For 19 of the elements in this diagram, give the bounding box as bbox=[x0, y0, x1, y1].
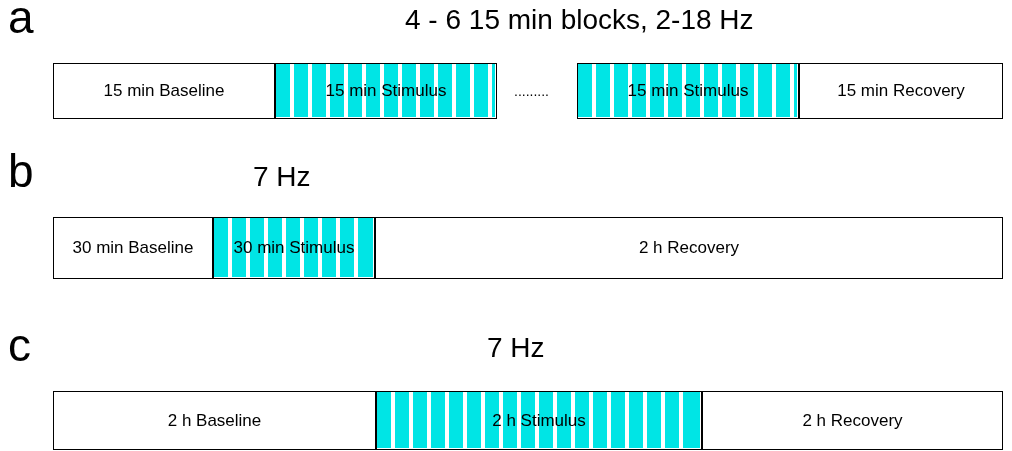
block-label: 2 h Baseline bbox=[167, 409, 262, 432]
phase-block bbox=[375, 217, 1003, 279]
panel-letter: a bbox=[8, 0, 34, 40]
block-label: 30 min Baseline bbox=[72, 237, 194, 260]
block-label: 2 h Recovery bbox=[638, 237, 740, 260]
block-label: 15 min Recovery bbox=[837, 80, 965, 103]
panel-letter: b bbox=[8, 148, 34, 194]
panel-heading: 7 Hz bbox=[487, 334, 545, 362]
panel-letter: c bbox=[8, 322, 31, 368]
phase-block bbox=[702, 391, 1003, 450]
phase-block bbox=[53, 63, 275, 119]
panel-heading: 4 - 6 15 min blocks, 2-18 Hz bbox=[405, 6, 754, 34]
phase-block bbox=[53, 217, 213, 279]
panel-heading: 7 Hz bbox=[253, 163, 311, 191]
phase-block bbox=[53, 391, 376, 450]
phase-block bbox=[799, 63, 1003, 119]
block-label: 2 h Recovery bbox=[802, 409, 903, 432]
block-label: 15 min Baseline bbox=[103, 80, 225, 103]
ellipsis-dots: ......... bbox=[514, 84, 549, 98]
